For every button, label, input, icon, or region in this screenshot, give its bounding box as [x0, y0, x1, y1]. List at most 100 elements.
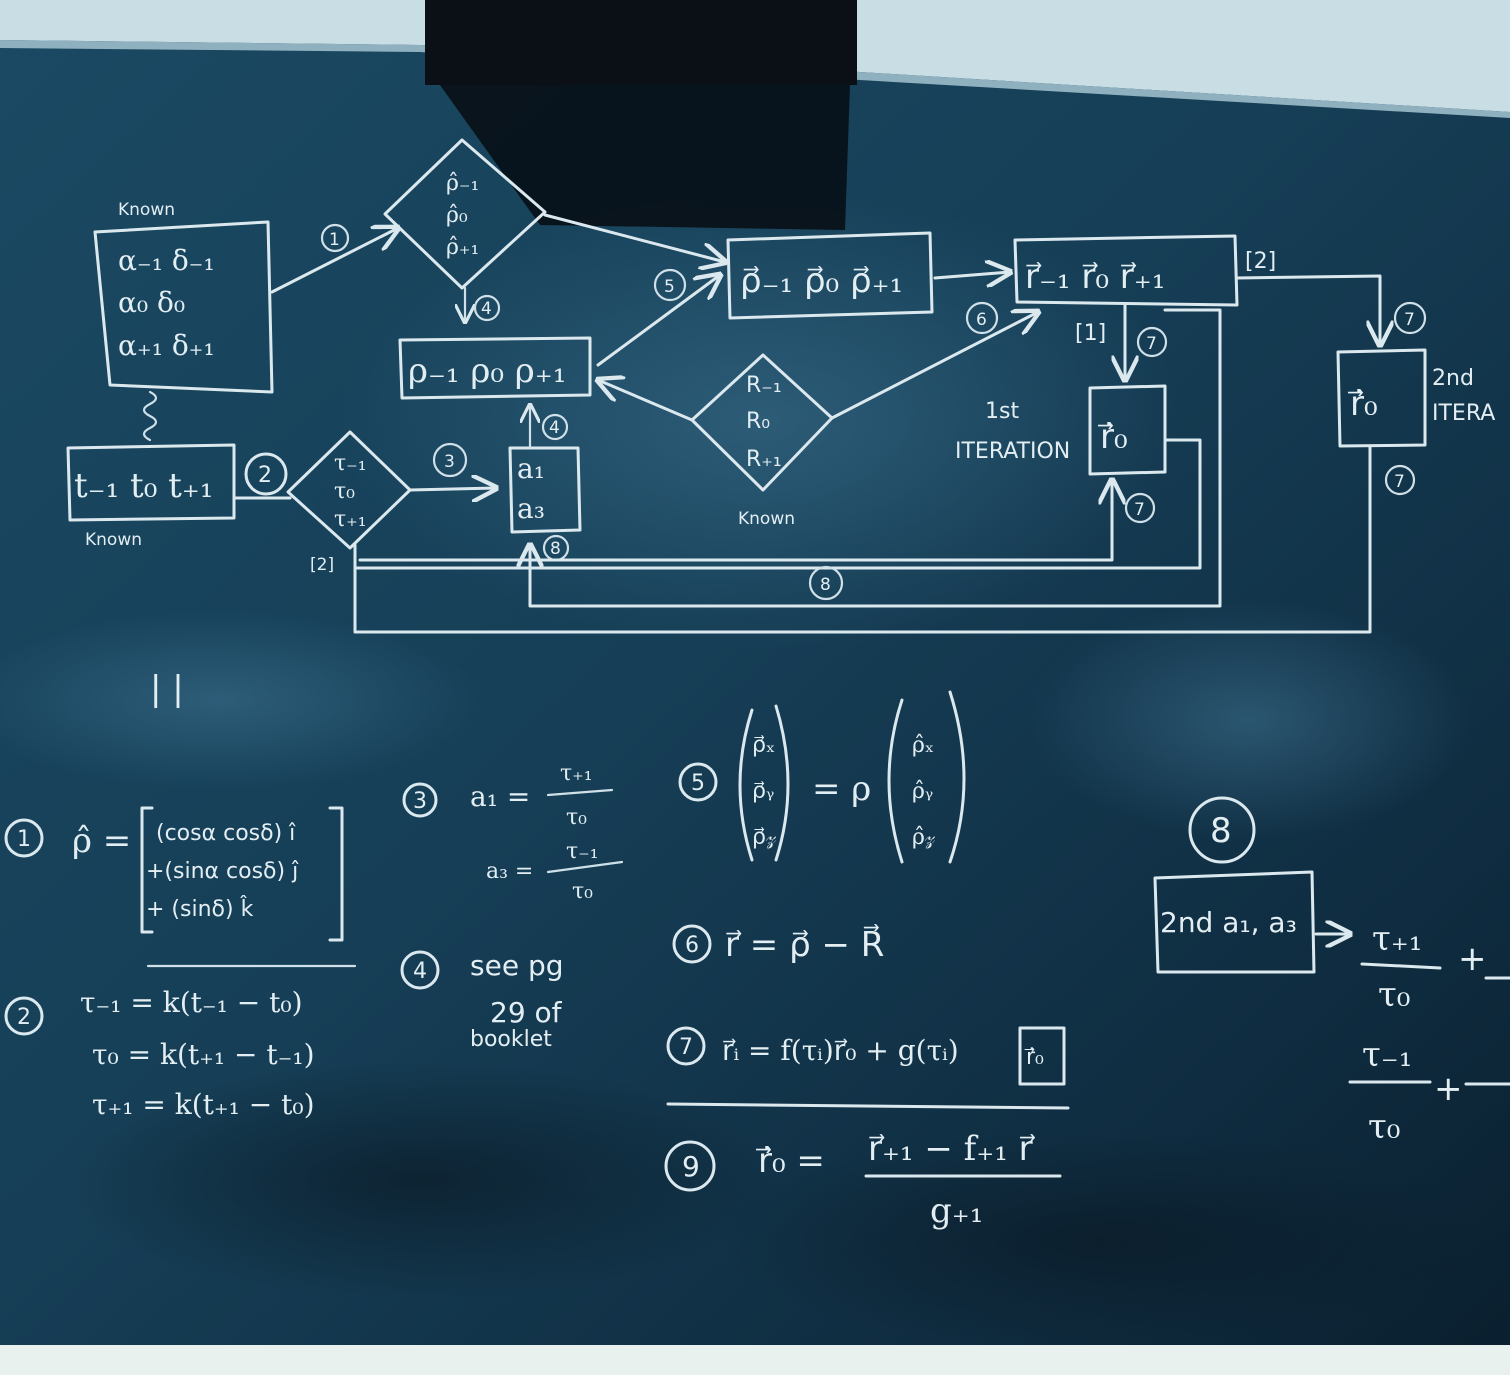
step-number: 7 [1146, 334, 1157, 354]
step-circle [432, 442, 468, 478]
eq5-left: ρ⃗𝓏 [752, 825, 776, 850]
bracket-2-left: [2] [310, 555, 334, 575]
step-number: 7 [1394, 472, 1405, 492]
arrow-step-3 [408, 488, 496, 490]
a-label: a₁ [517, 452, 545, 485]
step-number: 2 [258, 463, 272, 488]
eq2-row: τ₀ = k(t₊₁ − t₋₁) [92, 1038, 315, 1071]
eq1-bracket-right [328, 806, 344, 942]
eq7-text: r⃗ᵢ = f(τᵢ)r⃗₀ + g(τᵢ) [722, 1034, 959, 1067]
loop-line-2 [353, 438, 1202, 570]
step-circle [965, 301, 999, 335]
eq8-frac2-den: τ₀ [1368, 1107, 1400, 1147]
eq8-plus: + [1434, 1069, 1463, 1109]
alpha-delta-box [93, 220, 274, 394]
flowchart: Known α₋₁ δ₋₁ α₀ δ₀ α₊₁ δ₊₁ ρ̂₋₁ ρ̂₀ ρ̂₊… [66, 138, 1495, 634]
eq1-row: (cosα cosδ) î [156, 821, 296, 846]
rho-hat-label: ρ̂₊₁ [446, 235, 479, 260]
step-number: 1 [329, 230, 340, 250]
eq6-circle [672, 924, 712, 964]
eq2-row: τ₋₁ = k(t₋₁ − t₀) [80, 986, 303, 1019]
step-circle [1124, 492, 1156, 524]
eq5-paren [774, 704, 790, 862]
step-circle [808, 565, 844, 601]
step-circle [320, 223, 350, 253]
board-bottom-ledge [0, 1345, 1510, 1375]
alpha-delta-row: α₊₁ δ₊₁ [118, 329, 215, 362]
eq1-row: +(sinα cosδ) ĵ [146, 859, 299, 884]
eq8-number: 8 [1210, 811, 1232, 851]
eq9-circle [664, 1140, 716, 1192]
eq8-plus: + [1458, 939, 1487, 979]
arrow-rho-to-vec [596, 275, 720, 367]
eq1-bracket-left [140, 806, 154, 934]
r-dot-box-first [1088, 384, 1167, 476]
eq5-right: ρ̂ₓ [912, 733, 934, 758]
eq4-text: see pg [470, 949, 564, 982]
r-vector-label: r⃗₋₁ r⃗₀ r⃗₊₁ [1025, 257, 1165, 297]
step-number: 3 [444, 452, 455, 472]
eq3-a3: a₃ = [486, 859, 533, 884]
known-label-alpha: Known [118, 200, 175, 220]
loop-line-3 [353, 444, 1372, 634]
eq3-a1-num: τ₊₁ [560, 761, 593, 786]
eq3-circle [402, 782, 438, 818]
eraser-smudge [340, 190, 1180, 650]
R-label: R₋₁ [746, 373, 782, 398]
eq8-box-label: 2nd a₁, a₃ [1160, 906, 1297, 939]
eq3-a1-den: τ₀ [566, 805, 587, 830]
eq9-number: 9 [682, 1150, 700, 1183]
eq8-box [1153, 870, 1316, 974]
step-number: 4 [481, 299, 492, 319]
eq7-box-label: ṙ⃗₀ [1024, 1045, 1044, 1070]
spring-connector [142, 390, 158, 442]
rho-vector-label: ρ⃗₋₁ ρ⃗₀ ρ⃗₊₁ [740, 261, 903, 301]
rho-hat-label: ρ̂₋₁ [446, 171, 479, 196]
r-dot-label: ṙ⃗₀ [1098, 417, 1128, 457]
eq1-number: 1 [17, 827, 31, 852]
eq5-paren [948, 690, 966, 864]
R-label: R₀ [746, 409, 770, 434]
eq9-lhs: ṙ⃗₀ = [756, 1141, 825, 1181]
eq5-paren [887, 698, 904, 864]
eq2-circle [4, 996, 44, 1036]
loop-line-1 [530, 308, 1222, 608]
eq3-a3-den: τ₀ [572, 879, 593, 904]
projector-screen-housing [425, 0, 857, 85]
R-diamond [690, 353, 834, 492]
arrow-to-second-iter [1235, 274, 1380, 345]
known-label-t: Known [85, 530, 142, 550]
step-number: 8 [820, 575, 831, 595]
second-iteration-label: ITERA [1432, 401, 1495, 426]
loop-line-4 [358, 480, 1112, 562]
bracket-2: [2] [1245, 249, 1276, 274]
eq2-row: τ₊₁ = k(t₊₁ − t₀) [92, 1088, 315, 1121]
tau-label: τ₀ [334, 479, 355, 504]
step-circle [653, 268, 687, 302]
eq5-paren [738, 708, 754, 862]
r-dot-label-2: ṙ⃗₀ [1348, 384, 1378, 424]
eq3-number: 3 [413, 789, 427, 814]
step-circle [473, 294, 501, 322]
eq7-box [1018, 1026, 1066, 1086]
eq6-text: r⃗ = ρ⃗ − R⃗ [725, 924, 884, 965]
eq5-circle [678, 762, 718, 802]
eq4-number: 4 [413, 959, 427, 984]
eq8-frac2-num: τ₋₁ [1362, 1035, 1412, 1075]
arrow-step-1 [270, 228, 398, 294]
rho-vector-box [726, 231, 934, 320]
eq3-frac-line [546, 788, 614, 797]
eq6-number: 6 [685, 933, 699, 958]
tau-label: τ₋₁ [334, 451, 367, 476]
eraser-smudge [0, 610, 480, 790]
board-top-trim [0, 40, 1510, 118]
eq5-mid: = ρ [812, 769, 871, 809]
tau-label: τ₊₁ [334, 507, 367, 532]
r-vector-box [1013, 234, 1239, 307]
a-box [508, 446, 582, 534]
arrow-to-r-vec [933, 272, 1010, 278]
eq5-left: ρ⃗ₓ [752, 733, 775, 758]
eq4-circle [400, 950, 440, 990]
r-dot-box-second [1336, 348, 1427, 448]
